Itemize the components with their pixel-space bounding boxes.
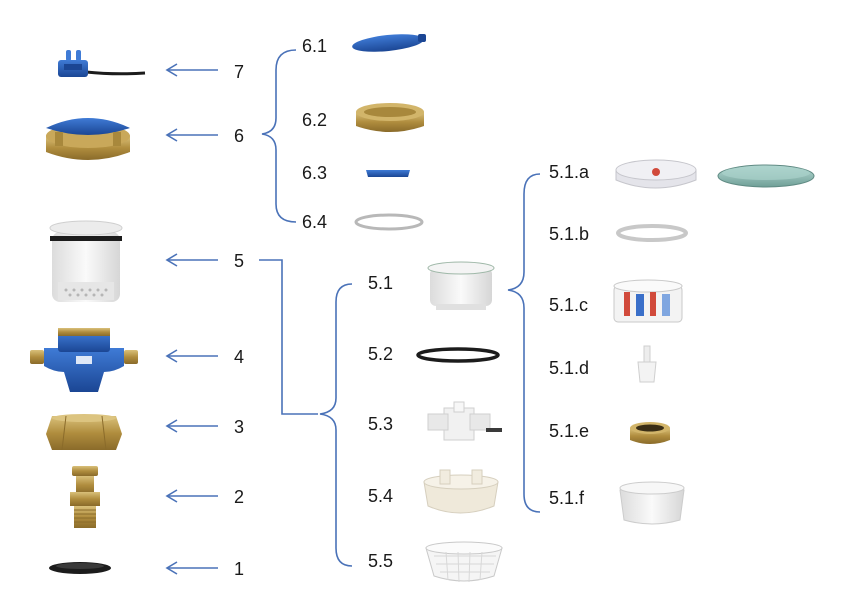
blue-clip-icon (366, 170, 410, 177)
white-spindle-icon (637, 345, 657, 383)
label-5-2: 5.2 (368, 344, 394, 364)
label-5-5: 5.5 (368, 551, 394, 571)
label-4: 4 (234, 347, 245, 367)
blue-meter-body-icon (30, 328, 138, 392)
label-6-2: 6.2 (302, 110, 328, 130)
label-6: 6 (234, 126, 245, 146)
white-impeller-icon (427, 401, 502, 441)
bracket-6 (261, 49, 297, 223)
black-gasket-icon (49, 562, 111, 574)
label-5: 5 (234, 251, 245, 271)
blue-cable-connector-icon (58, 50, 146, 77)
label-5-1-e: 5.1.e (549, 421, 590, 441)
black-o-ring-icon (416, 347, 500, 363)
label-6-1: 6.1 (302, 36, 328, 56)
label-5-1-c: 5.1.c (549, 295, 589, 315)
brass-ring-icon (356, 103, 424, 132)
label-6-3: 6.3 (302, 163, 328, 183)
connector-5 (259, 259, 318, 415)
bracket-51 (507, 173, 541, 513)
label-5-1-a: 5.1.a (549, 162, 590, 182)
white-seal-ring-icon (354, 213, 424, 231)
label-5-4: 5.4 (368, 486, 394, 506)
label-7: 7 (234, 62, 245, 82)
brass-fitting-icon (70, 466, 100, 528)
label-5-3: 5.3 (368, 414, 394, 434)
brass-nut-icon (46, 414, 122, 451)
white-housing-icon (427, 261, 495, 310)
white-ring-icon (616, 224, 688, 242)
clear-dial-cover-icon (615, 159, 697, 189)
bracket-5 (319, 283, 353, 567)
brass-magnet-cup-icon (630, 422, 670, 444)
white-register-housing-icon (619, 481, 685, 525)
white-strainer-basket-icon (425, 541, 503, 583)
label-5-1: 5.1 (368, 273, 394, 293)
label-3: 3 (234, 417, 245, 437)
label-1: 1 (234, 559, 245, 579)
white-impeller-cage-icon (423, 469, 499, 514)
meter-lid-assembly-icon (46, 118, 130, 160)
label-5-1-d: 5.1.d (549, 358, 590, 378)
green-glass-disc-icon (717, 164, 815, 188)
blue-cover-disc-icon (352, 34, 426, 52)
register-mechanism-icon (613, 279, 683, 323)
pointer-arrows (165, 63, 218, 575)
label-5-1-b: 5.1.b (549, 224, 590, 244)
label-2: 2 (234, 487, 245, 507)
label-6-4: 6.4 (302, 212, 328, 232)
white-meter-core-icon (49, 220, 123, 302)
label-5-1-f: 5.1.f (549, 488, 585, 508)
